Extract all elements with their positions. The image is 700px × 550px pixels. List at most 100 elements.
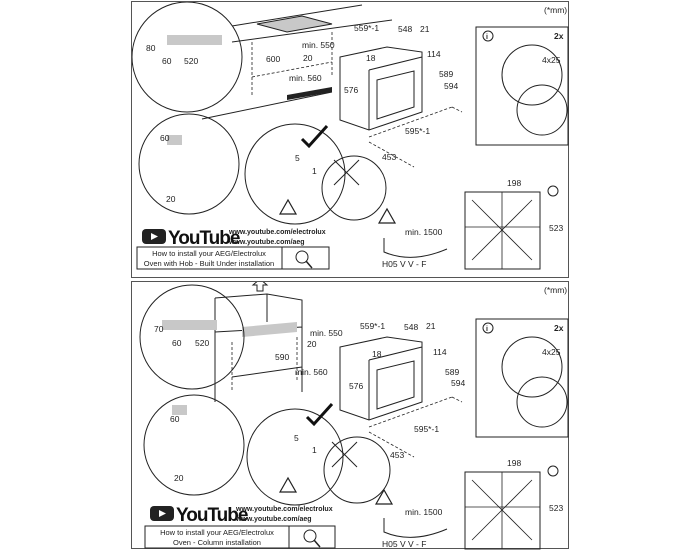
search-icon bbox=[295, 250, 309, 264]
warning-icon bbox=[278, 476, 394, 505]
detail-circle-wrong bbox=[323, 436, 391, 504]
dim-width-595: 595*-1 bbox=[405, 126, 430, 136]
hob-top-view bbox=[464, 191, 541, 270]
info-box bbox=[475, 26, 569, 146]
checkmark-icon bbox=[300, 124, 329, 149]
dim-detail-20: 20 bbox=[166, 194, 176, 204]
vent-strip bbox=[287, 87, 332, 100]
dim-depth-520: 520 bbox=[195, 338, 209, 348]
dim-depth-548: 548 bbox=[398, 24, 412, 34]
dim-height-576: 576 bbox=[349, 381, 363, 391]
dim-gap-1: 1 bbox=[312, 445, 317, 455]
cavity-outline bbox=[231, 337, 298, 392]
detail-circle-side bbox=[143, 394, 245, 496]
dim-min-width: min. 560 bbox=[289, 73, 322, 83]
youtube-url-electrolux: www.youtube.com/electrolux bbox=[235, 506, 333, 513]
cable-length-label: min. 1500 bbox=[405, 507, 443, 517]
dim-panel-21: 21 bbox=[426, 321, 436, 331]
dim-height-589: 589 bbox=[445, 367, 459, 377]
youtube-url-aeg: www.youtube.com/aeg bbox=[228, 239, 305, 246]
dim-depth-453: 453 bbox=[382, 152, 396, 162]
oven-door-window bbox=[376, 70, 415, 120]
dim-top-18: 18 bbox=[372, 349, 382, 359]
oven-floor-outline bbox=[368, 396, 463, 458]
dim-gap-5: 5 bbox=[295, 153, 300, 163]
dim-side-gap: 60 bbox=[162, 56, 172, 66]
youtube-play-icon bbox=[151, 233, 158, 240]
dim-detail-60: 60 bbox=[160, 133, 170, 143]
dim-panel-21: 21 bbox=[420, 24, 430, 34]
dim-hob-198: 198 bbox=[507, 458, 521, 468]
dim-top-114: 114 bbox=[433, 347, 447, 357]
youtube-label: YouTube bbox=[176, 505, 248, 526]
dim-detail-20: 20 bbox=[174, 473, 184, 483]
worktop-lines bbox=[201, 4, 393, 120]
dim-cavity-height: 590 bbox=[275, 352, 289, 362]
column-cabinet bbox=[214, 293, 303, 402]
dim-top-gap: 70 bbox=[154, 324, 164, 334]
detail-shade bbox=[162, 320, 217, 330]
hob-top-view bbox=[464, 471, 541, 550]
caption-line-2: Oven - Column installation bbox=[173, 538, 261, 547]
detail-circle-top bbox=[139, 284, 245, 390]
oven-outline bbox=[339, 46, 423, 131]
warning-icon bbox=[278, 198, 397, 224]
hob-grate bbox=[465, 472, 540, 549]
caption-line-1: How to install your AEG/Electrolux bbox=[152, 249, 266, 258]
caption-line-2: Oven with Hob - Built Under installation bbox=[144, 259, 274, 268]
bracket-detail-circle bbox=[516, 376, 568, 428]
info-icon bbox=[482, 322, 494, 334]
hob-grate bbox=[465, 192, 540, 269]
detail-shade-60 bbox=[167, 135, 182, 145]
screw-size-label: 4x25 bbox=[542, 55, 561, 65]
caption-line-1: How to install your AEG/Electrolux bbox=[160, 528, 274, 537]
dim-width-595: 595*-1 bbox=[414, 424, 439, 434]
electric-symbol-icon bbox=[547, 185, 559, 197]
unit-note: (*mm) bbox=[544, 5, 567, 15]
cable-icon bbox=[383, 518, 448, 538]
search-icon-handle bbox=[305, 260, 313, 269]
dim-height-594: 594 bbox=[451, 378, 465, 388]
caption-box bbox=[136, 246, 330, 270]
caption-box bbox=[144, 525, 336, 549]
oven-door-window bbox=[376, 360, 415, 410]
dim-min-width: min. 560 bbox=[295, 367, 328, 377]
detail-circle-side bbox=[138, 113, 240, 215]
detail-circle-wrong bbox=[321, 155, 387, 221]
dim-top-18: 18 bbox=[366, 53, 376, 63]
info-box bbox=[475, 318, 569, 438]
multiplier-label: 2x bbox=[554, 323, 564, 333]
youtube-url-aeg: www.youtube.com/aeg bbox=[235, 516, 312, 523]
dim-min-depth: min. 550 bbox=[310, 328, 343, 338]
cross-icon bbox=[331, 441, 358, 468]
dim-hob-523: 523 bbox=[549, 223, 563, 233]
oven-floor-outline bbox=[368, 106, 463, 168]
dim-gap-20: 20 bbox=[303, 53, 313, 63]
unit-note: (*mm) bbox=[544, 285, 567, 295]
info-icon bbox=[482, 30, 494, 42]
cable-icon bbox=[383, 238, 448, 258]
dim-height-594: 594 bbox=[444, 81, 458, 91]
detail-circle-correct bbox=[246, 408, 344, 506]
dim-cavity-height: 600 bbox=[266, 54, 280, 64]
youtube-label: YouTube bbox=[168, 228, 240, 249]
dim-gap-5: 5 bbox=[294, 433, 299, 443]
cable-type-label: H05 V V - F bbox=[382, 259, 426, 269]
dim-top-gap: 80 bbox=[146, 43, 156, 53]
cavity-outline bbox=[251, 32, 333, 97]
column-shade bbox=[242, 322, 297, 337]
screw-size-label: 4x25 bbox=[542, 347, 561, 357]
detail-circle-top bbox=[132, 2, 243, 113]
dim-width-559: 559*-1 bbox=[354, 23, 379, 33]
up-arrow-icon bbox=[251, 282, 269, 292]
detail-shade-60 bbox=[172, 405, 187, 415]
dim-width-559: 559*-1 bbox=[360, 321, 385, 331]
dim-detail-60: 60 bbox=[170, 414, 180, 424]
dim-side-gap: 60 bbox=[172, 338, 182, 348]
dim-depth-520: 520 bbox=[184, 56, 198, 66]
screw-detail-circle bbox=[501, 336, 563, 398]
dim-top-114: 114 bbox=[427, 49, 441, 59]
